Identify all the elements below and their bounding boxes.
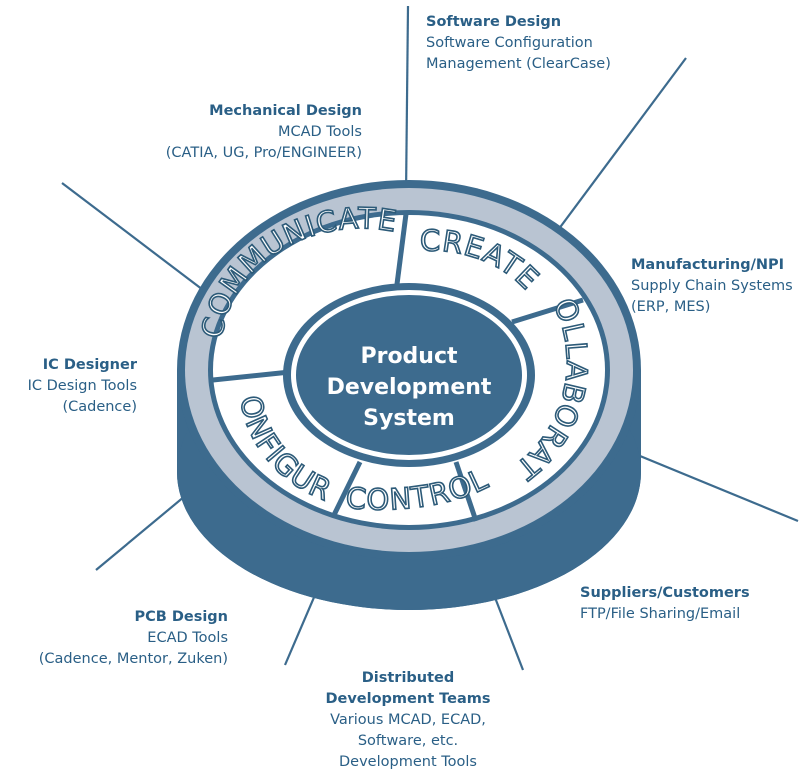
node-manufacturing-desc-2: (ERP, MES) — [631, 299, 711, 315]
node-ic-title: IC Designer — [42, 357, 137, 373]
node-suppliers-desc-1: FTP/File Sharing/Email — [580, 606, 741, 622]
node-pcb: PCB Design ECAD Tools (Cadence, Mentor, … — [0, 607, 228, 670]
node-software-desc-2: Management (ClearCase) — [426, 56, 611, 72]
node-mechanical-title: Mechanical Design — [209, 103, 362, 119]
hub-line-2: Development — [327, 375, 492, 400]
hub-line-1: Product — [360, 344, 458, 369]
node-manufacturing-desc-1: Supply Chain Systems — [631, 278, 793, 294]
node-ic: IC Designer IC Design Tools (Cadence) — [0, 355, 137, 418]
node-distributed: Distributed Development Teams Various MC… — [286, 668, 530, 773]
node-software-desc-1: Software Configuration — [426, 35, 593, 51]
node-software: Software Design Software Configuration M… — [426, 12, 611, 75]
node-suppliers-title: Suppliers/Customers — [580, 585, 750, 601]
node-pcb-desc-2: (Cadence, Mentor, Zuken) — [38, 651, 228, 667]
node-distributed-desc-1: Various MCAD, ECAD, — [330, 712, 486, 728]
node-software-title: Software Design — [426, 14, 562, 30]
node-pcb-title: PCB Design — [134, 609, 228, 625]
node-mechanical-desc-1: MCAD Tools — [277, 124, 362, 140]
node-mechanical-desc-2: (CATIA, UG, Pro/ENGINEER) — [165, 145, 362, 161]
node-ic-desc-2: (Cadence) — [62, 399, 137, 415]
hub-line-3: System — [363, 406, 455, 431]
node-distributed-title-1: Distributed — [361, 670, 455, 686]
node-manufacturing-title: Manufacturing/NPI — [631, 257, 785, 273]
segment-dividers — [212, 213, 584, 522]
hub: Product Development System — [283, 283, 535, 467]
node-distributed-desc-2: Software, etc. — [357, 733, 459, 749]
node-pcb-desc-1: ECAD Tools — [147, 630, 228, 646]
node-distributed-title-2: Development Teams — [325, 691, 491, 707]
node-distributed-desc-3: Development Tools — [339, 754, 477, 770]
node-mechanical: Mechanical Design MCAD Tools (CATIA, UG,… — [160, 101, 362, 164]
node-manufacturing: Manufacturing/NPI Supply Chain Systems (… — [631, 255, 793, 318]
node-ic-desc-1: IC Design Tools — [27, 378, 137, 394]
node-suppliers: Suppliers/Customers FTP/File Sharing/Ema… — [580, 583, 750, 625]
